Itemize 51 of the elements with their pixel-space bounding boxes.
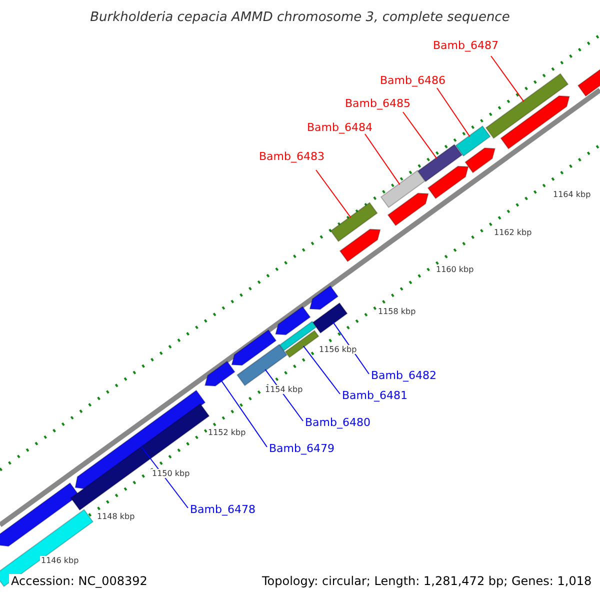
gene-block [339, 228, 381, 262]
gene-label: Bamb_6485 [345, 97, 410, 110]
scale-label: 1152 kbp [207, 428, 247, 437]
scale-label: 1160 kbp [435, 265, 475, 274]
leader-line [302, 346, 340, 394]
summary-text: Topology: circular; Length: 1,281,472 bp; Genes: 1,018 [260, 574, 594, 588]
gene-label: Bamb_6483 [259, 150, 324, 163]
leader-line [316, 170, 352, 218]
scale-label: 1146 kbp [40, 556, 80, 565]
scale-label: 1164 kbp [552, 190, 592, 199]
gene-label: Bamb_6484 [307, 121, 372, 134]
gene-block [427, 166, 469, 200]
gene-label: Bamb_6480 [305, 416, 370, 429]
scale-label: 1158 kbp [377, 307, 417, 316]
gene-block [464, 148, 496, 174]
gene-label: Bamb_6482 [371, 369, 436, 382]
map-title: Burkholderia cepacia AMMD chromosome 3, complete sequence [89, 10, 511, 25]
gene-label: Bamb_6481 [342, 389, 408, 402]
gene-block [312, 302, 348, 334]
scale-label: 1150 kbp [151, 469, 191, 478]
gene-block [204, 360, 236, 386]
gene-block [417, 144, 463, 182]
scale-label: 1148 kbp [96, 512, 136, 521]
gene-label: Bamb_6487 [433, 39, 498, 52]
accession-text: Accession: NC_008392 [9, 574, 150, 588]
leader-line [490, 56, 524, 102]
gene-block [0, 482, 80, 547]
scale-label: 1154 kbp [264, 385, 304, 394]
gene-block [500, 95, 570, 150]
gene-block [309, 285, 339, 310]
leader-line [141, 446, 188, 508]
gene-block [274, 306, 311, 336]
scale-label: 1156 kbp [318, 345, 358, 354]
gene-block [485, 73, 569, 139]
gene-block [387, 192, 429, 226]
leader-line [436, 88, 470, 138]
gene-block [455, 125, 491, 157]
gene-block [330, 202, 378, 242]
gene-block [279, 320, 317, 352]
scale-label: 1162 kbp [493, 228, 533, 237]
gene-label: Bamb_6479 [269, 442, 334, 455]
gene-block [284, 330, 320, 358]
leader-line [364, 134, 400, 186]
leader-line [220, 380, 268, 448]
gene-block [236, 344, 288, 386]
gene-block [577, 67, 600, 97]
gene-label: Bamb_6478 [190, 503, 256, 516]
gene-label: Bamb_6486 [380, 74, 446, 87]
gene-block [231, 329, 277, 366]
leader-line [402, 112, 438, 160]
gene-block [380, 170, 426, 208]
